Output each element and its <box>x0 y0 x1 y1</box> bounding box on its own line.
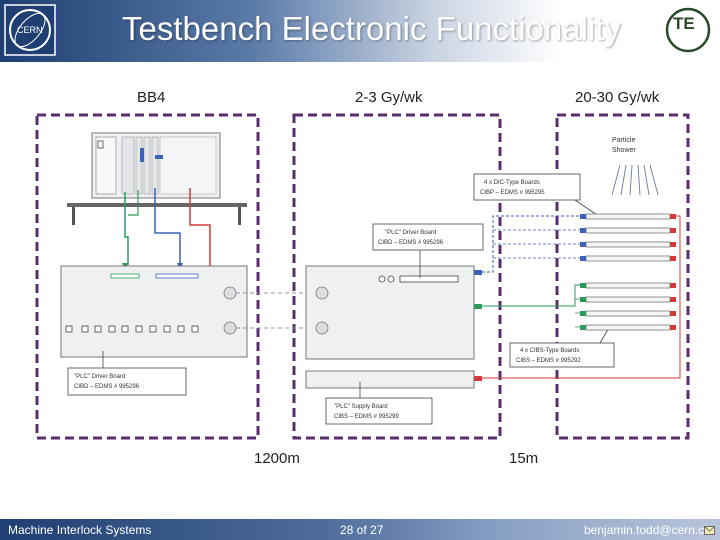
svg-text:CERN: CERN <box>17 25 43 35</box>
label-box-cibd-boards <box>473 173 581 201</box>
supply-line2: CIBS – EDMS # 995299 <box>334 414 399 420</box>
te-logo-text: TE <box>673 14 695 33</box>
label-box-driver-mid <box>372 223 484 251</box>
label-box-cibs-boards <box>509 342 615 368</box>
cibs-boards-line1: 4 x CIBS-Type Boards <box>520 348 579 354</box>
driver-mid-line2: CIBD – EDMS # 995296 <box>378 240 444 246</box>
supply-line1: "PLC" Supply Board <box>334 404 388 410</box>
wire-red-right <box>482 215 681 379</box>
slide-title: Testbench Electronic Functionality <box>122 10 621 47</box>
cibd-boards-line1: 4 x DIC-Type Boards <box>484 180 540 186</box>
distance-label-right: 15m <box>509 450 539 467</box>
test-crate <box>91 132 221 199</box>
label-box-supply <box>325 397 433 425</box>
wire-green-left-2 <box>128 190 139 216</box>
te-logo <box>665 7 711 53</box>
cibd-boards-line2: CIBP – EDMS # 995295 <box>480 190 545 196</box>
zone-middle <box>292 113 502 440</box>
board-connectors <box>580 214 676 330</box>
footer-left-text: Machine Interlock Systems <box>8 523 152 537</box>
middle-interlock-unit <box>305 265 482 360</box>
footer-bar <box>0 519 720 540</box>
particle-shower-line2: Shower <box>612 147 636 154</box>
board-stack <box>585 213 671 331</box>
header-bar <box>0 0 720 62</box>
location-label-middle: 2-3 Gy/wk <box>355 89 423 106</box>
driver-left-line1: "PLC" Driver Board <box>74 374 125 380</box>
driver-mid-line1: "PLC" Driver Board <box>385 230 436 236</box>
zone-bb4 <box>35 113 260 440</box>
wire-blue-right <box>482 215 580 273</box>
table <box>67 203 247 225</box>
location-label-right: 20-30 Gy/wk <box>575 89 660 106</box>
envelope-icon[interactable] <box>704 526 715 535</box>
page-number: 28 of 27 <box>340 523 384 537</box>
middle-supply-unit <box>305 370 482 389</box>
wire-green-right <box>482 284 580 307</box>
label-box-driver-left <box>67 367 187 396</box>
wire-red-left <box>189 188 211 270</box>
distance-label-left: 1200m <box>254 450 300 467</box>
particle-shower-line1: Particle <box>612 137 635 144</box>
cern-logo: CERN <box>4 4 56 56</box>
location-label-bb4: BB4 <box>137 89 166 106</box>
particle-shower-arrows <box>611 164 659 196</box>
driver-left-line2: CIBD – EDMS # 995296 <box>74 384 140 390</box>
footer-email[interactable]: benjamin.todd@cern.ch <box>584 523 711 537</box>
bb4-interlock-unit <box>60 265 248 358</box>
wire-blue-left <box>154 188 181 265</box>
zone-right <box>555 113 690 440</box>
cibs-boards-line2: CIBS – EDMS # 995292 <box>516 358 581 364</box>
wire-green-left <box>124 192 129 265</box>
